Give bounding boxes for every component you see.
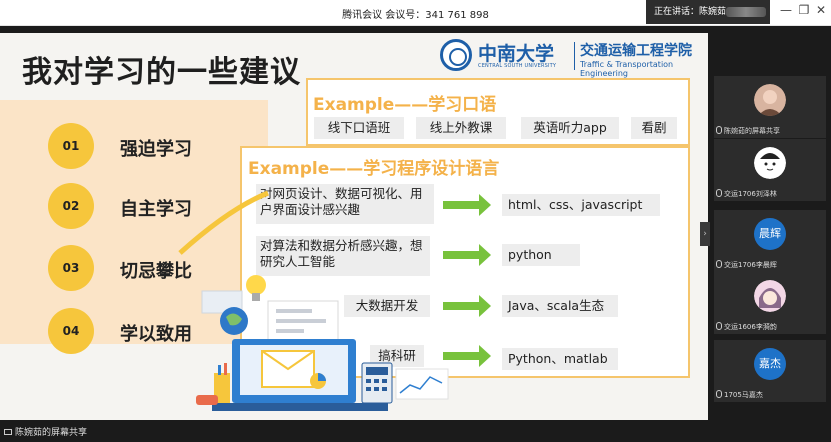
speaking-option-chip: 线上外教课 [416, 117, 506, 139]
suggestion-number: 04 [48, 308, 94, 354]
university-logo: 中南大学 CENTRAL SOUTH UNIVERSITY 交通运输工程学院 T… [440, 39, 704, 78]
participant-avatar: 晨辉 [754, 218, 786, 250]
screen-share-icon [4, 429, 12, 435]
speaking-label: 正在讲话：陈婉茹 [654, 7, 727, 17]
speaking-indicator: 正在讲话：陈婉茹 [646, 0, 770, 24]
participant-name: 交运1606李漪韵 [716, 322, 777, 332]
interest-box: 搞科研 [370, 345, 424, 367]
participant-tile[interactable]: 陈婉茹的屏幕共享 [714, 76, 826, 138]
participant-tile[interactable]: 交运1606李漪韵 [714, 272, 826, 334]
participant-tile[interactable]: 嘉杰 1705马嘉杰 [714, 340, 826, 402]
participant-name: 交运1706刘泽林 [716, 189, 777, 199]
microphone-icon [716, 390, 722, 398]
office-illustration [178, 190, 449, 411]
shared-slide: 我对学习的一些建议 中南大学 CENTRAL SOUTH UNIVERSITY … [0, 33, 708, 420]
microphone-icon [716, 322, 722, 330]
participant-tile[interactable]: 晨辉 交运1706李晨辉 [714, 210, 826, 272]
interest-box: 对算法和数据分析感兴趣，想研究人工智能 [256, 236, 430, 276]
microphone-icon [716, 260, 722, 268]
participant-avatar: 嘉杰 [754, 348, 786, 380]
participant-name: 陈婉茹的屏幕共享 [716, 126, 780, 136]
meeting-title-bar: 腾讯会议 会议号：341 761 898 正在讲话：陈婉茹 — ❐ ✕ [0, 0, 831, 26]
right-arrow-icon [443, 194, 491, 216]
participant-name: 1705马嘉杰 [716, 390, 763, 400]
participant-tile[interactable]: 交运1706刘泽林 [714, 139, 826, 201]
university-name-cn: 中南大学 [478, 43, 555, 65]
university-name-en: CENTRAL SOUTH UNIVERSITY [478, 63, 557, 69]
suggestion-number: 03 [48, 245, 94, 291]
speaker-avatars-blurred [726, 7, 766, 17]
suggestion-item: 02 自主学习 [48, 183, 248, 229]
college-name-en: Traffic & Transportation Engineering [580, 60, 674, 78]
example-programming-title: Example——学习程序设计语言 [248, 159, 500, 179]
interest-box: 大数据开发 [344, 295, 430, 317]
example-speaking-title: Example——学习口语 [313, 95, 497, 115]
suggestion-item: 01 强迫学习 [48, 123, 248, 169]
speaking-option-chip: 英语听力app [521, 117, 619, 139]
suggestion-label: 切忌攀比 [120, 261, 192, 282]
suggestion-item: 03 切忌攀比 [48, 245, 248, 291]
collapse-panel-button[interactable]: › [700, 222, 710, 246]
interest-box: 对网页设计、数据可视化、用户界面设计感兴趣 [256, 184, 434, 224]
university-seal-icon [440, 39, 472, 71]
college-name-cn: 交通运输工程学院 [580, 43, 692, 59]
suggestion-number: 01 [48, 123, 94, 169]
participant-name: 交运1706李晨辉 [716, 260, 777, 270]
speaking-option-chip: 看剧 [631, 117, 677, 139]
language-box: html、css、javascript [502, 194, 660, 216]
maximize-button[interactable]: ❐ [798, 3, 810, 17]
chevron-right-icon: › [703, 229, 707, 239]
right-arrow-icon [443, 295, 491, 317]
suggestion-label: 学以致用 [120, 324, 192, 345]
minimize-button[interactable]: — [780, 3, 792, 17]
slide-title: 我对学习的一些建议 [22, 55, 301, 90]
language-box: python [502, 244, 580, 266]
microphone-icon [716, 126, 722, 134]
suggestion-number: 02 [48, 183, 94, 229]
logo-divider [574, 42, 575, 70]
screen-share-label: 陈婉茹的屏幕共享 [0, 424, 110, 442]
suggestion-label: 强迫学习 [120, 139, 192, 160]
right-arrow-icon [443, 345, 491, 367]
example-speaking-card: Example——学习口语 线下口语班 线上外教课 英语听力app 看剧 [306, 78, 690, 146]
microphone-icon [716, 189, 722, 197]
speaking-option-chip: 线下口语班 [314, 117, 404, 139]
participant-avatar-cartoon [754, 147, 786, 179]
language-box: Java、scala生态 [502, 295, 618, 317]
close-button[interactable]: ✕ [815, 3, 827, 17]
meeting-title: 腾讯会议 会议号：341 761 898 [342, 10, 489, 21]
participant-avatar-anime [754, 280, 786, 312]
language-box: Python、matlab [502, 348, 618, 370]
participant-avatar-photo [754, 84, 786, 116]
suggestion-item: 04 学以致用 [48, 308, 248, 354]
suggestion-label: 自主学习 [120, 199, 192, 220]
right-arrow-icon [443, 244, 491, 266]
